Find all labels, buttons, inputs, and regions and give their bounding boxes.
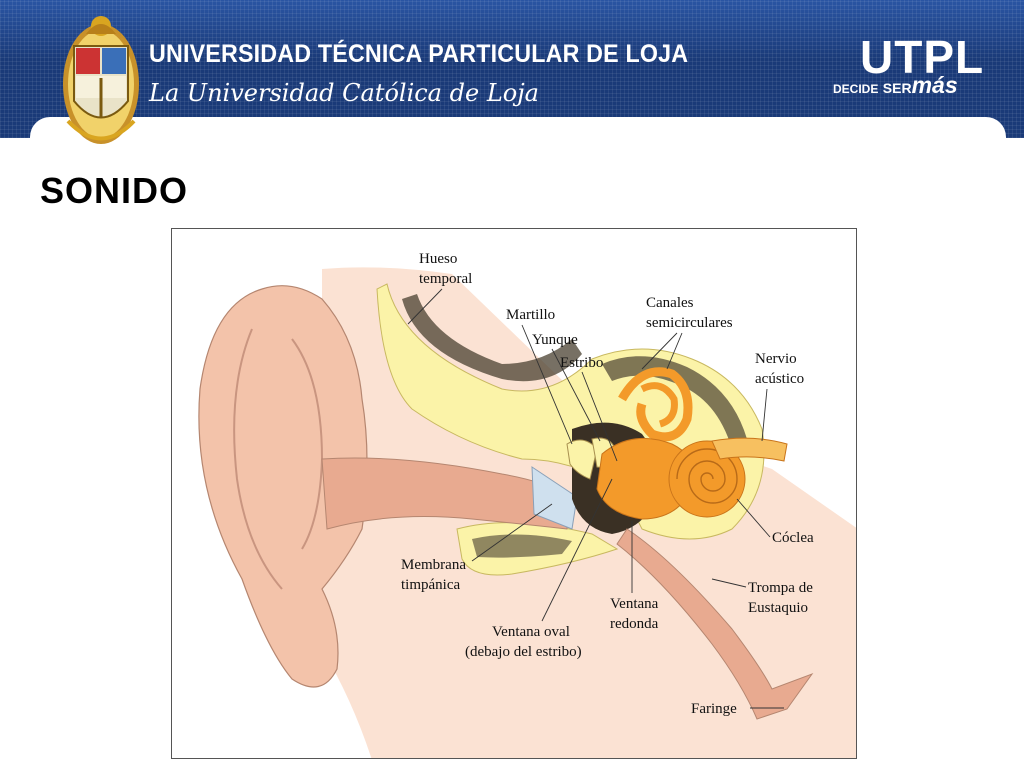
tympanic-membrane <box>531 466 578 530</box>
ear-canal <box>321 457 568 530</box>
leader-line <box>407 288 443 325</box>
label-eustaquio: Eustaquio <box>748 600 808 616</box>
label-ventana: Ventana <box>610 596 659 612</box>
bone-texture <box>402 294 582 382</box>
label-debajo-estribo: (debajo del estribo) <box>465 644 582 660</box>
university-subtitle: La Universidad Católica de Loja <box>149 79 539 107</box>
semicircular-canal <box>618 367 693 442</box>
leader-line <box>666 332 683 370</box>
label-canales: Canales <box>646 295 694 311</box>
utpl-brand-logo: UTPL <box>860 31 985 83</box>
motto-decide: DECIDE <box>833 82 879 96</box>
header-banner <box>0 0 1024 138</box>
malleus <box>566 439 598 480</box>
leader-line <box>471 503 553 562</box>
pinna-fold <box>233 328 283 590</box>
leader-line <box>521 324 573 445</box>
motto-ser: SER <box>882 80 912 96</box>
label-estribo: Estribo <box>560 355 603 371</box>
banner-texture <box>0 0 1024 138</box>
label-martillo: Martillo <box>506 307 555 323</box>
motto-mas: más <box>911 72 958 98</box>
bone-texture <box>472 534 572 558</box>
semicircular-canal <box>640 382 678 428</box>
label-membrana: Membrana <box>401 557 466 573</box>
ear-anatomy-diagram: Hueso temporal Martillo Yunque Estribo C… <box>198 251 856 758</box>
label-nervio: Nervio <box>755 351 797 367</box>
ear-anatomy-figure: Hueso temporal Martillo Yunque Estribo C… <box>171 228 857 759</box>
content-band <box>30 117 1006 167</box>
banner-gloss <box>0 0 1024 60</box>
university-crest-logo <box>63 16 139 144</box>
eustachian-tube <box>616 528 814 720</box>
label-faringe: Faringe <box>691 701 737 717</box>
leader-line <box>641 332 678 370</box>
leader-line <box>541 478 613 622</box>
leader-line <box>761 388 768 442</box>
leader-line <box>711 578 747 588</box>
slide-title: SONIDO <box>40 170 189 211</box>
label-temporal: temporal <box>419 271 472 287</box>
label-yunque: Yunque <box>532 332 578 348</box>
label-ventana-oval: Ventana oval <box>492 624 570 640</box>
label-coclea: Cóclea <box>772 530 814 546</box>
brand-motto: DECIDE SERmás <box>833 72 983 99</box>
leader-line <box>581 371 618 462</box>
acoustic-nerve <box>711 437 788 462</box>
university-name: UNIVERSIDAD TÉCNICA PARTICULAR DE LOJA <box>149 40 689 68</box>
label-trompa: Trompa de <box>748 580 813 596</box>
label-acustico: acústico <box>755 371 804 387</box>
leader-line <box>736 498 771 538</box>
leader-line <box>551 348 601 442</box>
label-hueso: Hueso <box>419 251 457 267</box>
label-redonda: redonda <box>610 616 659 632</box>
label-timpanica: timpánica <box>401 577 460 593</box>
label-semicirculares: semicirculares <box>646 315 733 331</box>
pinna <box>198 285 368 688</box>
cochlea <box>668 440 746 518</box>
